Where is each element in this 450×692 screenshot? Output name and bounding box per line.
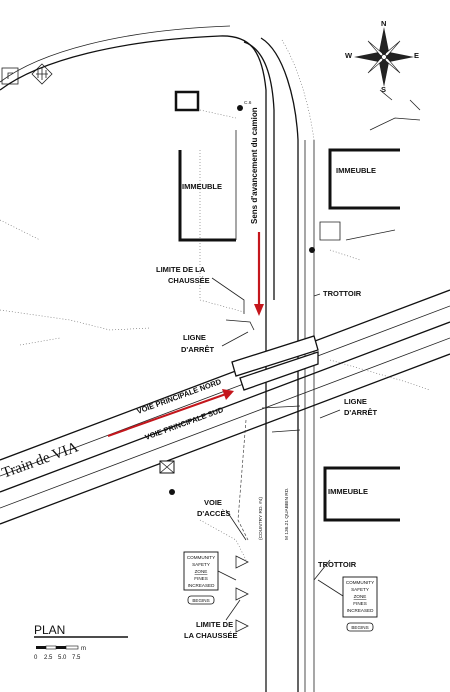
label-ligne-arret-e-1: LIGNE: [344, 397, 367, 406]
scale-unit: m: [81, 646, 86, 652]
label-immeuble-se: IMMEUBLE: [328, 487, 368, 496]
label-camion: Sens d'avancement du camion: [250, 107, 259, 224]
svg-text:COMMUNITY: COMMUNITY: [187, 555, 215, 560]
svg-text:BEGINS: BEGINS: [192, 598, 209, 603]
label-ligne-arret-w-2: D'ARRÊT: [181, 345, 214, 354]
compass-s: S: [381, 85, 386, 94]
road-edge-west-outer: [0, 35, 267, 692]
svg-text:FINES: FINES: [194, 576, 208, 581]
building-ne: [328, 148, 400, 210]
scale-bar: [36, 645, 79, 650]
scale-tick-3: 7.5: [72, 655, 81, 661]
label-limite-nw-1: LIMITE DE LA: [156, 265, 206, 274]
compass-n: N: [381, 19, 386, 28]
svg-text:SAFETY: SAFETY: [192, 562, 210, 567]
label-ligne-arret-w-1: LIGNE: [183, 333, 206, 342]
plan-title: PLAN: [34, 623, 65, 637]
crossing-gates: [225, 319, 319, 433]
road-edge-west-far: [0, 25, 231, 83]
railway: [0, 289, 450, 525]
train-direction-arrow: [107, 393, 227, 437]
label-road-quabbin: M 136.21 QUABBIN RD.: [284, 487, 290, 540]
road-centerline: [260, 37, 299, 692]
svg-text:FINES: FINES: [353, 601, 367, 606]
label-voie-sud: VOIE PRINCIPALE SUD: [144, 405, 225, 442]
scale-tick-0: 0: [34, 655, 38, 661]
label-limite-s-2: LA CHAUSSÉE: [184, 631, 237, 640]
small-structure: [174, 90, 200, 112]
safety-zone-sign-west: COMMUNITY SAFETY ZONE FINES INCREASED BE…: [183, 551, 219, 605]
label-trottoir-s: TROTTOIR: [318, 560, 357, 569]
svg-text:ZONE: ZONE: [195, 569, 208, 574]
label-voie-acces-2: D'ACCÈS: [197, 509, 230, 518]
svg-text:ZONE: ZONE: [354, 594, 367, 599]
label-train: Train de VIA: [0, 439, 81, 481]
compass-rose-icon: [354, 27, 414, 87]
label-immeuble-ne: IMMEUBLE: [336, 166, 376, 175]
svg-text:INCREASED: INCREASED: [347, 608, 374, 613]
svg-text:SAFETY: SAFETY: [351, 587, 369, 592]
safety-zone-sign-east: COMMUNITY SAFETY ZONE FINES INCREASED BE…: [342, 576, 378, 632]
pole-code: C.6: [244, 100, 252, 106]
scale-tick-2: 5.0: [58, 655, 67, 661]
label-trottoir-n: TROTTOIR: [323, 289, 362, 298]
building-nw: [178, 150, 236, 242]
svg-text:COMMUNITY: COMMUNITY: [346, 580, 374, 585]
label-voie-acces-1: VOIE: [204, 498, 222, 507]
compass-e: E: [414, 51, 419, 60]
label-limite-s-1: LIMITE DE: [196, 620, 233, 629]
label-ligne-arret-e-2: D'ARRÊT: [344, 408, 377, 417]
compass-w: W: [345, 51, 353, 60]
svg-text:BEGINS: BEGINS: [351, 625, 368, 630]
scale-tick-1: 2.5: [44, 655, 53, 661]
building-se: [323, 466, 400, 522]
svg-text:INCREASED: INCREASED: [188, 583, 215, 588]
label-limite-nw-2: CHAUSSÉE: [168, 276, 210, 285]
label-road-county: (COUNTRY RD. #4): [258, 497, 264, 540]
utility-pole-icon: [237, 105, 243, 111]
truck-road-curb: [243, 41, 275, 300]
label-immeuble-nw: IMMEUBLE: [182, 182, 222, 191]
